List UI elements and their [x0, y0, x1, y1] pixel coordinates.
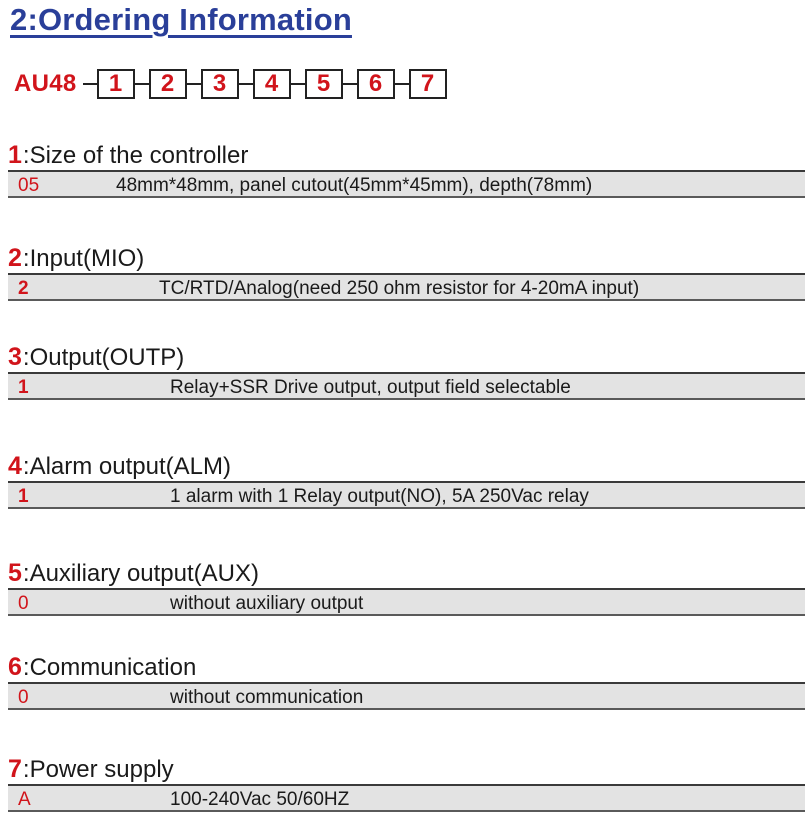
section-label: Size of the controller	[29, 142, 249, 169]
section-power: 7:Power supply A 100-240Vac 50/60HZ	[8, 752, 805, 812]
connector-line	[186, 83, 201, 85]
option-description: Relay+SSR Drive output, output field sel…	[170, 377, 571, 398]
section-label: Output(OUTP)	[29, 344, 185, 371]
option-description: without communication	[170, 687, 364, 708]
option-row: A 100-240Vac 50/60HZ	[8, 784, 805, 812]
connector-line	[82, 83, 97, 85]
model-code-diagram: AU48 1 2 3 4 5 6 7	[14, 66, 447, 102]
option-code: 1	[18, 377, 29, 398]
option-row: 1 1 alarm with 1 Relay output(NO), 5A 25…	[8, 481, 805, 509]
model-slot-6: 6	[356, 69, 395, 99]
option-description: without auxiliary output	[170, 593, 364, 614]
connector-line	[394, 83, 409, 85]
section-input: 2:Input(MIO) 2 TC/RTD/Analog(need 250 oh…	[8, 241, 805, 301]
option-code: 0	[18, 687, 29, 708]
option-code: A	[18, 789, 31, 810]
section-number: 5	[8, 559, 22, 587]
section-number: 6	[8, 653, 22, 681]
section-label: Input(MIO)	[29, 245, 145, 272]
section-label: Alarm output(ALM)	[29, 453, 231, 480]
page-title: 2:Ordering Information	[10, 2, 352, 37]
model-slot-7: 7	[408, 69, 447, 99]
connector-line	[290, 83, 305, 85]
option-description: TC/RTD/Analog(need 250 ohm resistor for …	[159, 278, 640, 299]
option-code: 0	[18, 593, 29, 614]
connector-line	[134, 83, 149, 85]
option-code: 1	[18, 486, 29, 507]
section-number: 1	[8, 141, 22, 169]
section-label: Power supply	[29, 756, 174, 783]
model-prefix: AU48	[14, 70, 77, 97]
section-label: Communication	[29, 654, 197, 681]
option-description: 100-240Vac 50/60HZ	[170, 789, 350, 810]
section-size: 1:Size of the controller 05 48mm*48mm, p…	[8, 138, 805, 198]
section-auxiliary: 5:Auxiliary output(AUX) 0 without auxili…	[8, 556, 805, 616]
model-slot-3: 3	[200, 69, 239, 99]
section-output: 3:Output(OUTP) 1 Relay+SSR Drive output,…	[8, 340, 805, 400]
section-number: 4	[8, 452, 22, 480]
option-row: 1 Relay+SSR Drive output, output field s…	[8, 372, 805, 400]
section-number: 7	[8, 755, 22, 783]
model-slot-1: 1	[96, 69, 135, 99]
section-number: 3	[8, 343, 22, 371]
option-description: 48mm*48mm, panel cutout(45mm*45mm), dept…	[116, 175, 593, 196]
connector-line	[342, 83, 357, 85]
option-row: 2 TC/RTD/Analog(need 250 ohm resistor fo…	[8, 273, 805, 301]
section-alarm: 4:Alarm output(ALM) 1 1 alarm with 1 Rel…	[8, 449, 805, 509]
model-slot-5: 5	[304, 69, 343, 99]
option-row: 05 48mm*48mm, panel cutout(45mm*45mm), d…	[8, 170, 805, 198]
option-description: 1 alarm with 1 Relay output(NO), 5A 250V…	[170, 486, 589, 507]
model-slot-4: 4	[252, 69, 291, 99]
option-row: 0 without auxiliary output	[8, 588, 805, 616]
section-number: 2	[8, 244, 22, 272]
option-row: 0 without communication	[8, 682, 805, 710]
section-label: Auxiliary output(AUX)	[29, 560, 259, 587]
connector-line	[238, 83, 253, 85]
option-code: 2	[18, 278, 29, 299]
model-slot-2: 2	[148, 69, 187, 99]
section-communication: 6:Communication 0 without communication	[8, 650, 805, 710]
option-code: 05	[18, 175, 40, 196]
